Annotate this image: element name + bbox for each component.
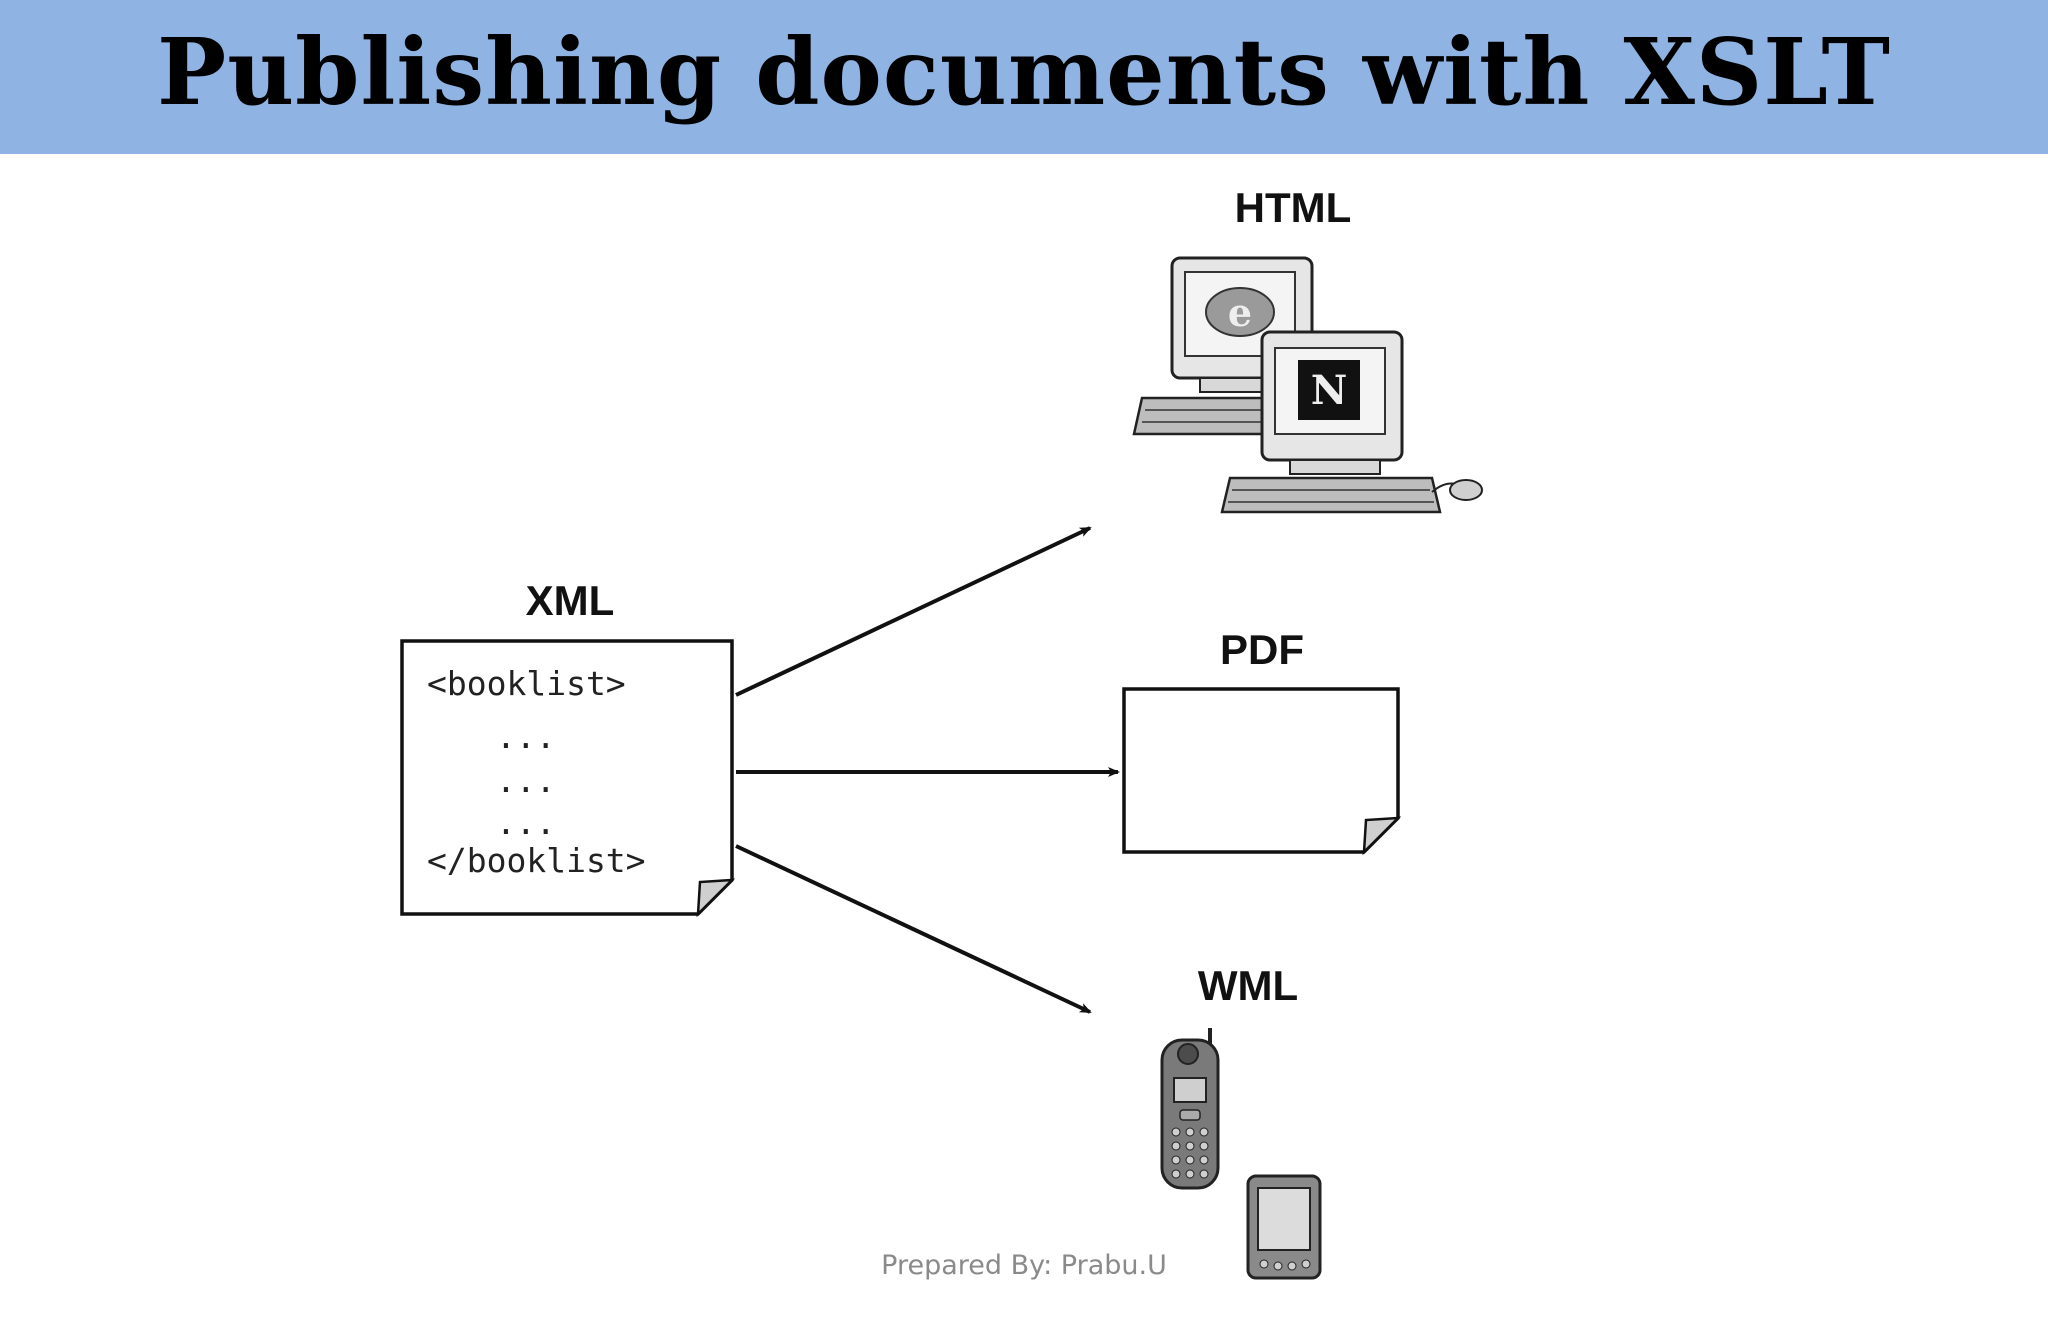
xml-code-line: ...: [496, 803, 556, 842]
mobile-devices-icon: [1160, 1028, 1322, 1280]
title-bar: Publishing documents with XSLT: [0, 0, 2048, 154]
svg-text:e: e: [1228, 290, 1252, 335]
xml-code-line: ...: [496, 717, 556, 756]
xml-code-line: </booklist>: [427, 841, 646, 880]
slide-title: Publishing documents with XSLT: [157, 18, 1891, 126]
desktop-computers-icon: e N: [1132, 256, 1483, 514]
svg-text:N: N: [1311, 367, 1348, 414]
arrow-to-html: [735, 526, 1092, 697]
arrow-to-wml: [735, 844, 1092, 1014]
xml-code-line: ...: [496, 761, 556, 800]
wml-label: WML: [1198, 962, 1298, 1009]
footer-credit: Prepared By: Prabu.U: [881, 1250, 1167, 1281]
xml-label: XML: [526, 577, 615, 624]
html-label: HTML: [1235, 184, 1352, 231]
pdf-label: PDF: [1220, 626, 1304, 673]
pdf-document-icon: [1122, 687, 1402, 856]
xml-code-line: <booklist>: [427, 664, 626, 703]
xml-document-icon: [400, 639, 736, 918]
